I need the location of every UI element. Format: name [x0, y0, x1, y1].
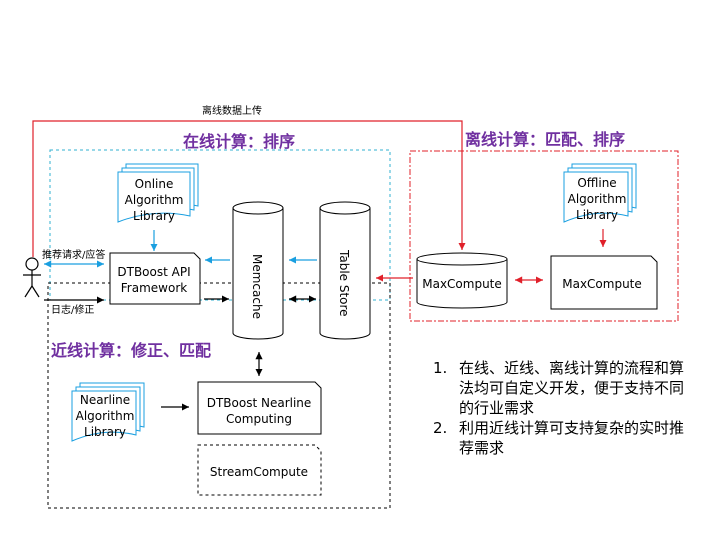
- nearline-lib-line2: Algorithm: [76, 409, 135, 423]
- offline-lib-line3: Library: [576, 208, 618, 222]
- nearline-line1: DTBoost Nearline: [207, 396, 312, 410]
- note-number: 1.: [433, 359, 448, 377]
- upload-label: 离线数据上传: [202, 104, 262, 117]
- online-lib-line3: Library: [133, 209, 175, 223]
- nearline-lib-line1: Nearline: [80, 393, 130, 407]
- maxcompute-cylinder: [416, 252, 508, 309]
- note-text: 利用近线计算可支持复杂的实时推荐需求: [459, 419, 685, 457]
- request-label: 推荐请求/应答: [42, 248, 105, 261]
- nearline-computing-box: [197, 381, 322, 435]
- online-region: [49, 149, 391, 301]
- notes-list: 1. 在线、近线、离线计算的流程和算法均可自定义开发，便于支持不同的行业需求 2…: [433, 358, 693, 458]
- online-header: 在线计算：排序: [183, 134, 296, 151]
- online-library-doc: [117, 163, 199, 223]
- note-item: 2. 利用近线计算可支持复杂的实时推荐需求: [433, 418, 693, 458]
- api-framework-box: [109, 252, 201, 305]
- maxcompute-db-label: MaxCompute: [422, 277, 502, 291]
- streamcompute-box: [197, 444, 322, 496]
- maxcompute-box: [550, 255, 658, 310]
- nearline-lib-line3: Library: [84, 425, 126, 439]
- offline-lib-line1: Offline: [577, 176, 616, 190]
- api-line2: Framework: [121, 281, 187, 295]
- note-item: 1. 在线、近线、离线计算的流程和算法均可自定义开发，便于支持不同的行业需求: [433, 358, 693, 418]
- nearline-line2: Computing: [226, 412, 292, 426]
- offline-region: [409, 150, 679, 322]
- note-number: 2.: [433, 419, 448, 437]
- nearline-library-doc: [71, 382, 145, 442]
- log-label: 日志/修正: [51, 303, 94, 316]
- nearline-header: 近线计算：修正、匹配: [51, 343, 212, 360]
- api-line1: DTBoost API: [117, 265, 190, 279]
- note-text: 在线、近线、离线计算的流程和算法均可自定义开发，便于支持不同的行业需求: [459, 359, 685, 417]
- memcache-label: Memcache: [250, 254, 264, 319]
- online-lib-line2: Algorithm: [125, 193, 184, 207]
- tablestore-cylinder: [319, 201, 371, 340]
- streamcompute-label: StreamCompute: [210, 465, 308, 479]
- memcache-cylinder: [232, 201, 284, 340]
- nearline-region: [47, 282, 391, 509]
- online-lib-line1: Online: [135, 177, 174, 191]
- offline-library-doc: [563, 163, 637, 223]
- user-icon: [23, 257, 41, 298]
- maxcompute-box-label: MaxCompute: [562, 277, 642, 291]
- upload-line: [32, 120, 466, 257]
- offline-header: 离线计算：匹配、排序: [465, 132, 626, 149]
- tablestore-label: Table Store: [337, 249, 351, 317]
- offline-lib-line2: Algorithm: [568, 192, 627, 206]
